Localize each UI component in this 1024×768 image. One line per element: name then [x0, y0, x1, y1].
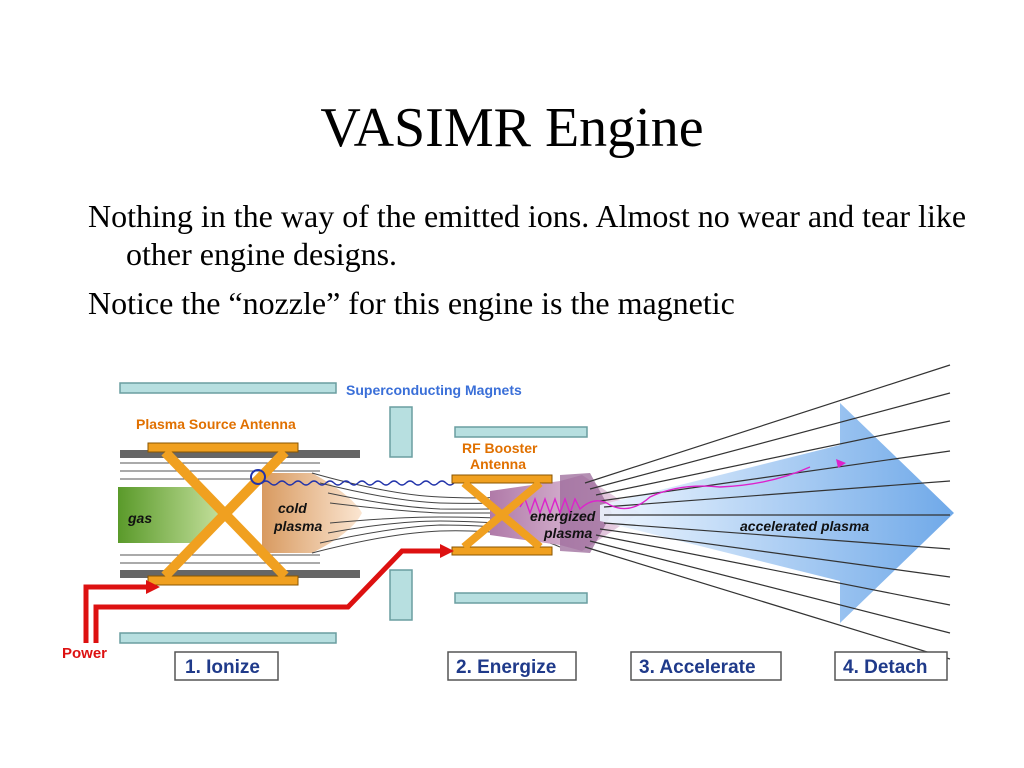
power-lines	[83, 548, 440, 643]
chamber-wall-top	[120, 450, 360, 458]
magnet-bar	[119, 382, 337, 394]
power-label: Power	[62, 645, 107, 662]
energized-trajectory	[519, 466, 811, 516]
rf-booster-antenna	[451, 474, 553, 556]
stage-label-energize: 2. Energize	[456, 657, 556, 678]
bullet-item-2: Notice the “nozzle” for this engine is t…	[88, 285, 735, 321]
stage-box-1: 1. Ionize	[174, 651, 279, 681]
stage-box-3: 3. Accelerate	[630, 651, 782, 681]
cold-plasma-label-line2: plasma	[273, 518, 322, 534]
superconducting-magnets-label: Superconducting Magnets	[346, 382, 522, 398]
magnet-bar	[389, 569, 413, 621]
rf-booster-label-line1: RF Booster	[462, 440, 538, 456]
stage-box-2: 2. Energize	[447, 651, 577, 681]
rf-booster-label-line2: Antenna	[470, 456, 526, 472]
rf-arrow	[560, 473, 612, 553]
magnet-bar	[454, 592, 588, 604]
gas-region	[118, 487, 232, 543]
power-arrowhead	[146, 580, 160, 594]
stage-box-4: 4. Detach	[834, 651, 948, 681]
accelerated-plasma-arrow	[600, 403, 954, 623]
chamber-wall-bottom	[120, 570, 360, 578]
gas-label: gas	[127, 510, 152, 526]
particle-trajectory	[261, 480, 463, 486]
energized-plasma-label-line1: energized	[530, 508, 596, 524]
slide-title: VASIMR Engine	[320, 97, 704, 159]
cold-plasma-region	[262, 473, 362, 553]
stage-label-detach: 4. Detach	[843, 657, 927, 678]
plasma-source-antenna-label: Plasma Source Antenna	[136, 416, 296, 432]
power-arrowhead	[440, 544, 454, 558]
bullet-item-1: Nothing in the way of the emitted ions. …	[88, 198, 967, 272]
stage-label-accelerate: 3. Accelerate	[639, 657, 756, 678]
plume-field-lines	[584, 364, 951, 660]
magnet-bar	[389, 406, 413, 458]
magnet-bar	[454, 426, 588, 438]
bullet-list: Nothing in the way of the emitted ions. …	[88, 197, 968, 327]
stage-label-ionize: 1. Ionize	[185, 657, 260, 678]
accelerated-plasma-label: accelerated plasma	[740, 518, 869, 534]
superconducting-magnets	[119, 382, 588, 644]
vasimr-diagram: Superconducting Magnets Plasma Source An…	[62, 364, 954, 681]
plasma-source-antenna	[147, 442, 299, 586]
energized-plasma-label-line2: plasma	[543, 525, 592, 541]
trajectory-arrowhead	[836, 459, 846, 468]
cold-plasma-label-line1: cold	[278, 500, 307, 516]
injection-marker	[250, 469, 266, 485]
magnet-bar	[119, 632, 337, 644]
